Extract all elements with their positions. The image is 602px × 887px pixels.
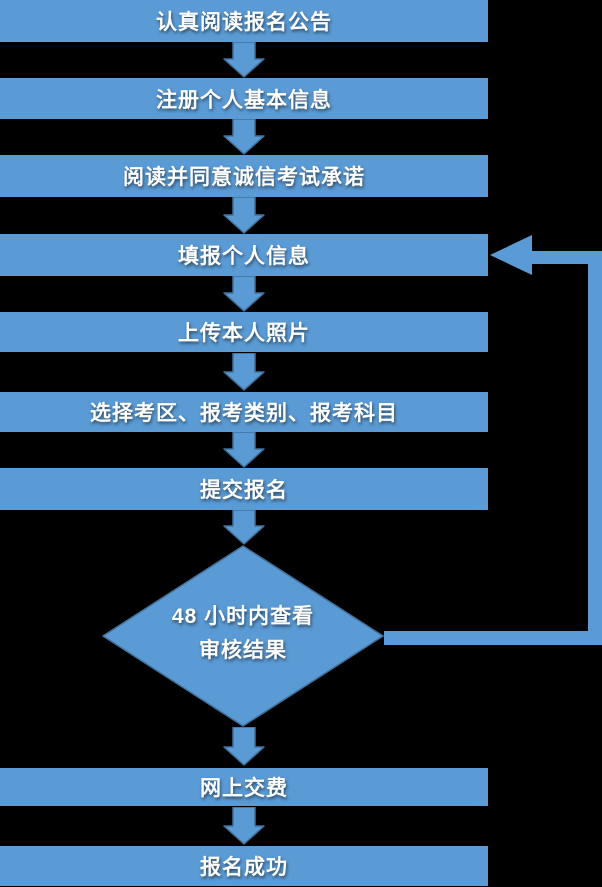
step-label: 上传本人照片 [178,322,310,345]
feedback-connector-top [530,251,602,264]
arrow-down-icon [223,119,265,155]
decision-label-line1: 48 小时内查看 [171,605,315,628]
flow-step-agree-integrity-pledge: 阅读并同意诚信考试承诺 [0,155,488,197]
arrow-down-icon [223,807,265,845]
step-label: 选择考区、报考类别、报考科目 [90,402,398,425]
arrow-left-icon [490,235,532,275]
arrow-down-icon [223,432,265,468]
decision-label-line2: 审核结果 [199,639,287,662]
step-label: 网上交费 [200,777,288,800]
step-label: 提交报名 [200,479,288,502]
flow-step-submit-registration: 提交报名 [0,468,488,510]
flow-step-pay-online: 网上交费 [0,768,488,806]
decision-diamond [102,545,384,727]
flow-step-read-announcement: 认真阅读报名公告 [0,0,488,42]
step-label: 报名成功 [200,856,288,879]
feedback-connector-bottom [384,631,602,645]
flow-step-fill-personal-info: 填报个人信息 [0,234,488,276]
arrow-down-icon [223,276,265,312]
arrow-down-icon [223,197,265,234]
flow-step-select-exam-area-category-subjects: 选择考区、报考类别、报考科目 [0,392,488,432]
flow-step-registration-success: 报名成功 [0,846,488,886]
step-label: 填报个人信息 [178,245,310,268]
decision-check-review-result: 48 小时内查看 审核结果 [102,600,384,668]
arrow-down-icon [223,510,265,545]
feedback-connector-vertical [588,251,602,645]
step-label: 阅读并同意诚信考试承诺 [123,166,365,189]
step-label: 认真阅读报名公告 [156,11,332,34]
arrow-down-icon [223,727,265,766]
arrow-down-icon [223,42,265,78]
flow-step-upload-photo: 上传本人照片 [0,312,488,352]
flow-step-register-basic-info: 注册个人基本信息 [0,78,488,119]
step-label: 注册个人基本信息 [156,88,332,112]
arrow-down-icon [223,353,265,391]
